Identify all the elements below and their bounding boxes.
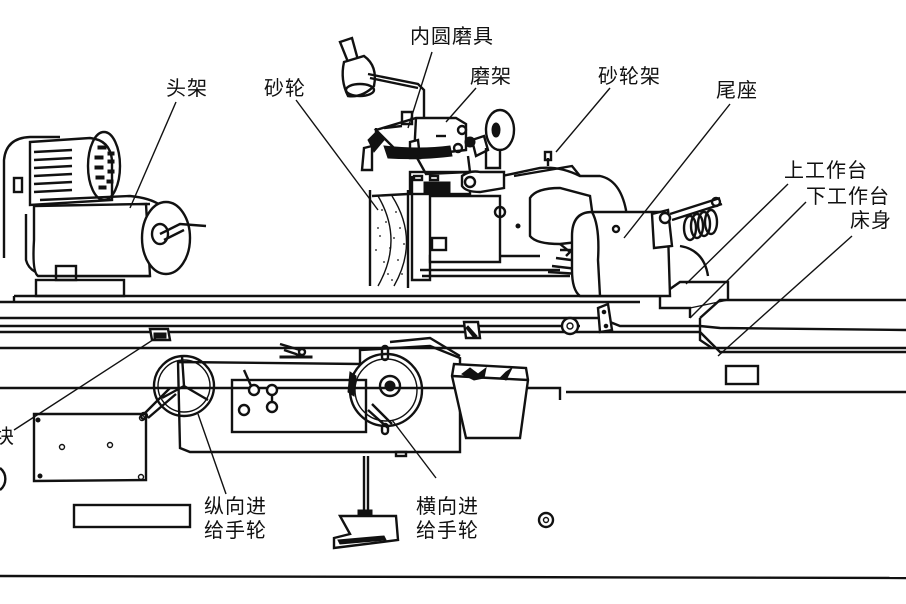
control-knob[interactable] <box>237 403 251 417</box>
leader-longitudinal-handwheel <box>197 413 227 495</box>
table-stop-dogs <box>148 302 614 342</box>
label-bed: 床身 <box>850 208 892 232</box>
upper-table <box>12 280 730 318</box>
grinding-wheel <box>368 190 410 288</box>
leader-wheel-head <box>555 87 611 153</box>
tailstock-spring <box>682 208 719 242</box>
label-stop-block: 块 <box>0 424 15 448</box>
label-wheel-head: 砂轮架 <box>598 64 661 88</box>
control-knob[interactable] <box>265 400 279 414</box>
floor-jack <box>332 456 400 550</box>
label-upper-table: 上工作台 <box>784 158 868 182</box>
bed-round-button <box>537 511 555 529</box>
headstock <box>2 130 207 298</box>
label-grinding-frame: 磨架 <box>470 64 512 88</box>
label-cross-handwheel-line1: 横向进 <box>416 494 479 518</box>
cross-feed-handwheel[interactable] <box>347 344 424 436</box>
tailstock <box>570 196 723 298</box>
leader-internal-grinding-attachment <box>407 51 433 129</box>
bed-access-panel <box>32 412 148 483</box>
leader-stop-block <box>13 333 163 431</box>
leader-lower-table <box>689 201 807 319</box>
grinding-frame-gears <box>452 124 476 154</box>
grinding-frame <box>360 108 516 196</box>
bed-knob-partial <box>0 467 7 491</box>
label-tailstock: 尾座 <box>716 78 758 102</box>
hydraulic-control-box[interactable] <box>450 362 530 440</box>
leader-cross-handwheel <box>391 419 437 479</box>
work-lamp <box>338 36 426 118</box>
lower-table <box>0 298 906 349</box>
control-panel <box>230 378 368 434</box>
leader-grinding-frame <box>445 87 477 123</box>
label-lower-table: 下工作台 <box>806 184 890 208</box>
label-internal-grinding-attachment: 内圆磨具 <box>410 24 494 48</box>
label-headstock: 头架 <box>166 76 208 100</box>
bed-nameplate <box>724 364 760 386</box>
internal-grinding-attachment <box>374 110 414 144</box>
leader-headstock <box>129 101 177 209</box>
control-knob[interactable] <box>247 383 261 397</box>
leader-bed <box>717 235 853 357</box>
control-knob[interactable] <box>265 383 279 397</box>
label-grinding-wheel: 砂轮 <box>264 76 306 100</box>
leader-upper-table <box>685 183 789 285</box>
apron <box>176 336 462 458</box>
longitudinal-feed-handwheel[interactable] <box>139 354 216 421</box>
bed-plate <box>72 503 192 529</box>
label-cross-handwheel-line2: 给手轮 <box>416 518 479 542</box>
leader-tailstock <box>623 103 731 239</box>
leader-grinding-wheel <box>295 99 379 211</box>
leader-lines <box>13 51 853 495</box>
label-longitudinal-handwheel-line1: 纵向进 <box>204 494 267 518</box>
label-longitudinal-handwheel-line2: 给手轮 <box>204 518 267 542</box>
